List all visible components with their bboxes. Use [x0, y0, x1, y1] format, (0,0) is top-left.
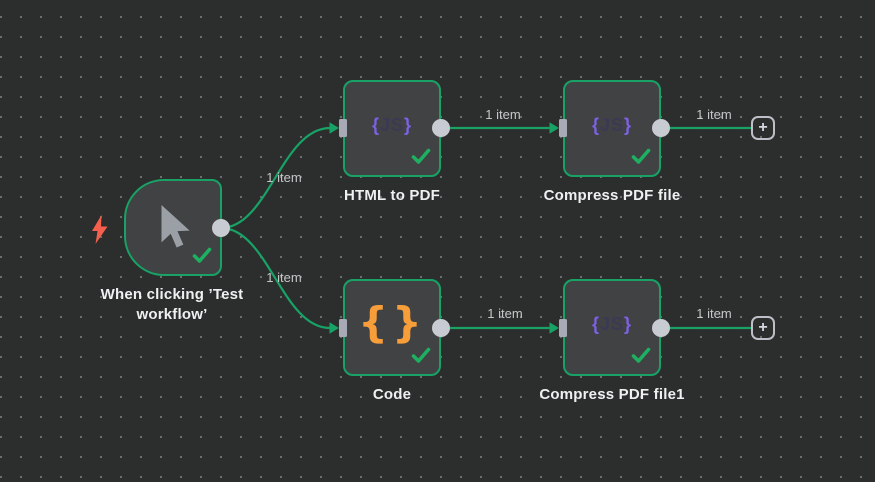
add-node-button[interactable]: +: [751, 316, 775, 340]
input-endpoint[interactable]: [339, 119, 347, 137]
arrowhead-icon: [329, 322, 339, 334]
arrowhead-icon: [549, 122, 559, 134]
node-html-to-pdf[interactable]: {JS}: [343, 80, 441, 177]
output-endpoint[interactable]: [432, 119, 450, 137]
lightning-bolt-icon: [92, 215, 108, 244]
input-endpoint[interactable]: [339, 319, 347, 337]
js-code-icon: {JS}: [591, 313, 633, 334]
success-check-icon: [192, 247, 212, 268]
node-title-html-to-pdf: HTML to PDF: [343, 187, 441, 204]
node-code[interactable]: {}: [343, 279, 441, 376]
arrowhead-icon: [549, 322, 559, 334]
success-check-icon: [631, 347, 651, 368]
add-node-button[interactable]: +: [751, 116, 775, 140]
node-title-trigger: When clicking ’Test workflow’: [100, 286, 244, 323]
success-check-icon: [411, 347, 431, 368]
connection-items-count: 1 item: [696, 306, 732, 321]
output-endpoint[interactable]: [212, 219, 230, 237]
connection-items-count: 1 item: [487, 306, 523, 321]
plus-icon: +: [758, 319, 768, 336]
node-title-code: Code: [372, 386, 412, 403]
node-title-compress-pdf-file: Compress PDF file: [543, 187, 681, 204]
success-check-icon: [411, 148, 431, 169]
node-title-compress-pdf-file1: Compress PDF file1: [539, 386, 685, 403]
output-endpoint[interactable]: [652, 119, 670, 137]
arrowhead-icon: [329, 122, 339, 134]
curly-braces-icon: {}: [358, 297, 426, 347]
connection-items-count: 1 item: [696, 107, 732, 122]
connection-trigger-to-code[interactable]: [220, 226, 331, 330]
cursor-pointer-icon: [150, 203, 196, 258]
js-code-icon: {JS}: [371, 114, 413, 135]
success-check-icon: [631, 148, 651, 169]
output-endpoint[interactable]: [652, 319, 670, 337]
node-when-clicking-test-workflow[interactable]: [124, 179, 222, 276]
input-endpoint[interactable]: [559, 319, 567, 337]
connection-trigger-to-html-to-pdf[interactable]: [220, 126, 331, 230]
connection-items-count: 1 item: [485, 107, 521, 122]
js-code-icon: {JS}: [591, 114, 633, 135]
plus-icon: +: [758, 119, 768, 136]
input-endpoint[interactable]: [559, 119, 567, 137]
connection-items-count: 1 item: [266, 270, 302, 285]
connection-items-count: 1 item: [266, 170, 302, 185]
output-endpoint[interactable]: [432, 319, 450, 337]
